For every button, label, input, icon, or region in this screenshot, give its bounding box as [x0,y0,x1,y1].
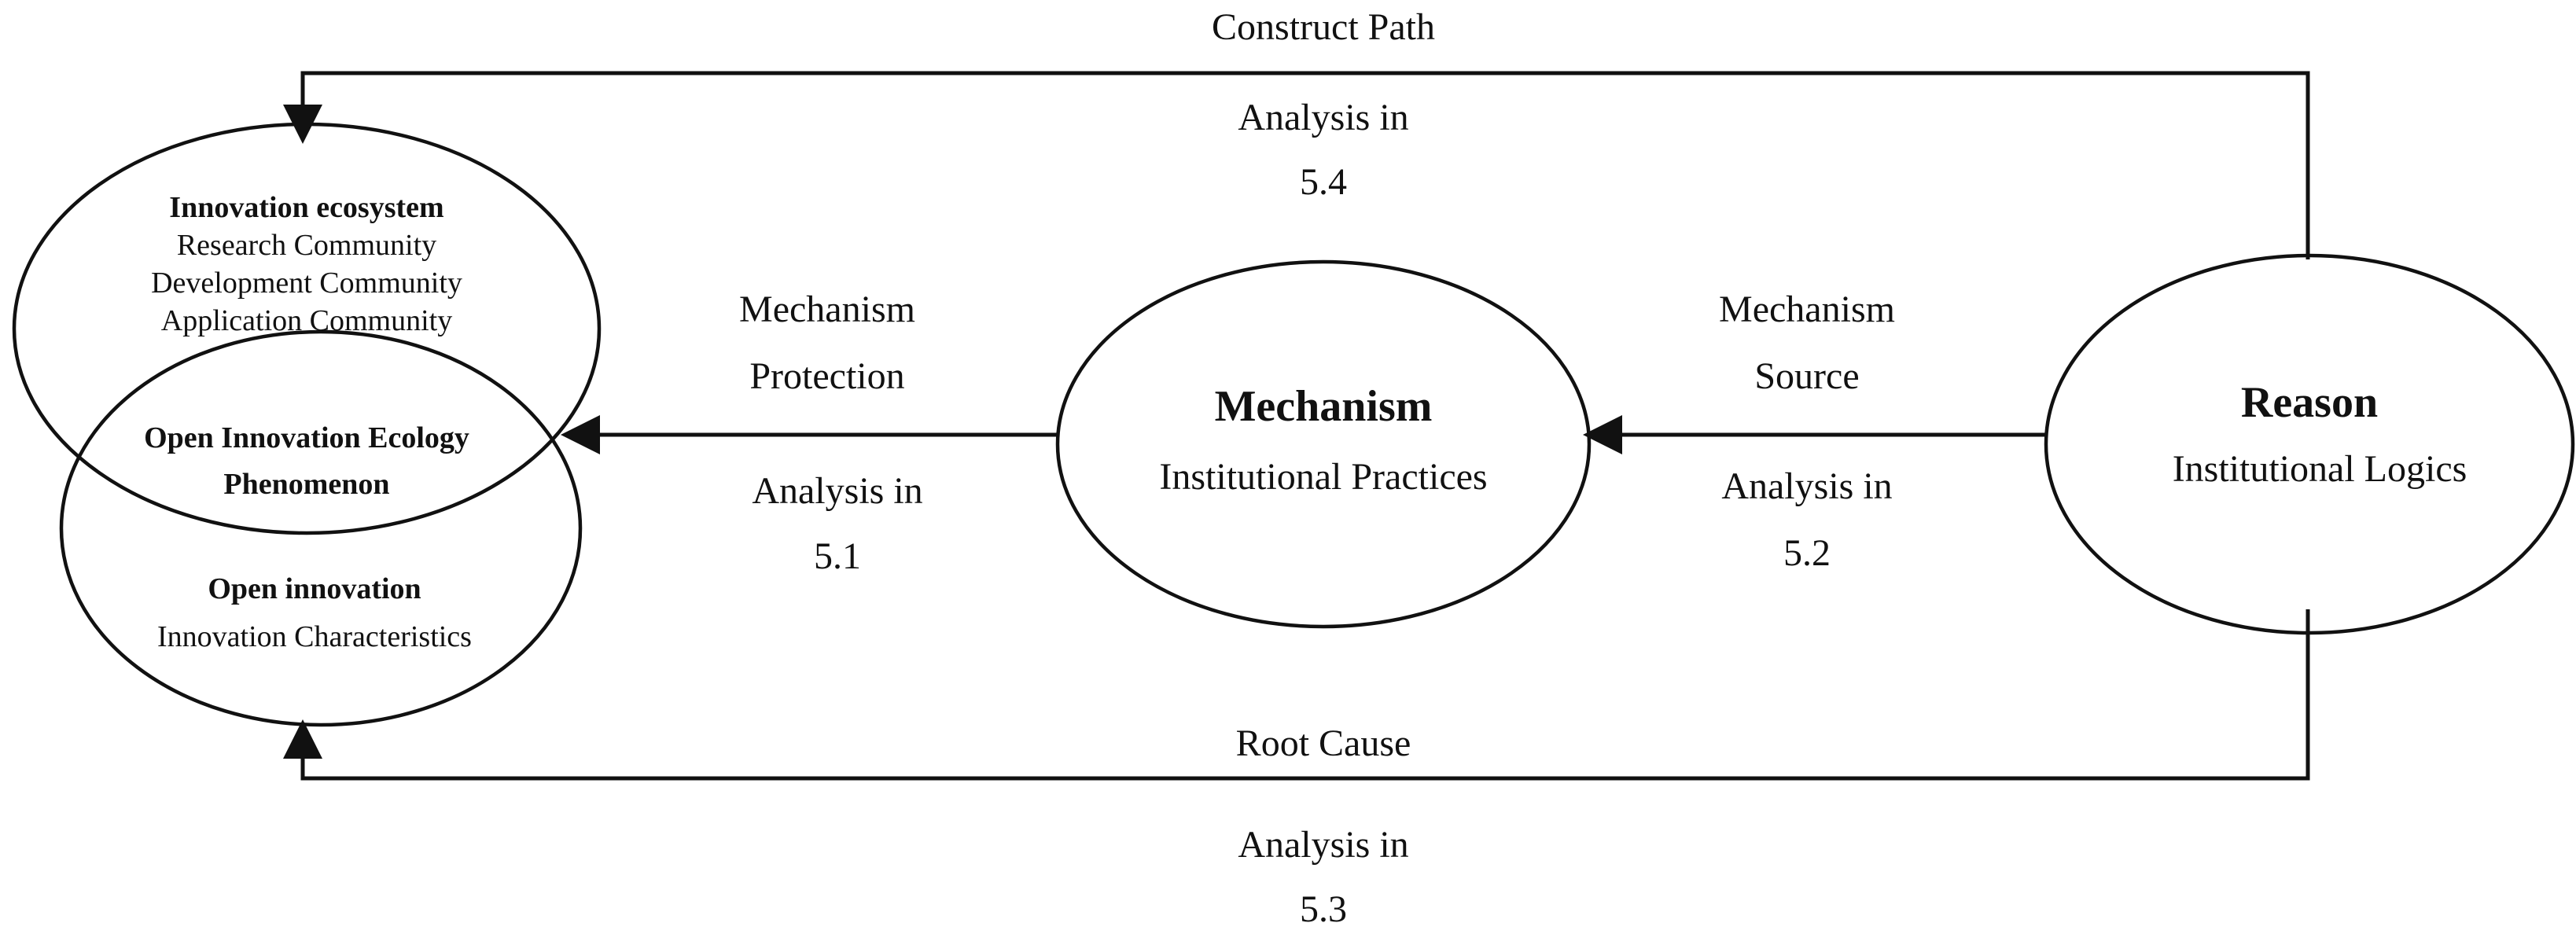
root-cause-section: 5.3 [1300,888,1347,930]
construct-path-label: Construct Path [1212,6,1435,48]
mechanism-protection-section: 5.1 [814,535,861,577]
root-cause-label: Root Cause [1236,723,1411,764]
open-innovation-subtitle: Innovation Characteristics [157,620,472,653]
construct-path-analysis: Analysis in [1238,97,1408,138]
ecosystem-line-research: Research Community [177,229,436,262]
mechanism-subtitle: Institutional Practices [1159,456,1487,498]
root-cause-analysis: Analysis in [1238,824,1408,866]
construct-path-arrow [283,71,2310,259]
innovation-ecosystem-title: Innovation ecosystem [169,191,443,224]
ecosystem-line-application: Application Community [161,304,452,337]
reason-subtitle: Institutional Logics [2173,448,2467,490]
ecosystem-line-development: Development Community [151,267,462,300]
mechanism-protection-label-1: Mechanism [739,289,915,330]
open-innovation-title: Open innovation [208,572,421,605]
mechanism-source-analysis: Analysis in [1721,465,1892,507]
mechanism-protection-analysis: Analysis in [752,470,922,512]
construct-path-section: 5.4 [1300,161,1347,203]
mechanism-ellipse [1055,259,1592,629]
mechanism-source-section: 5.2 [1783,532,1831,574]
phenomenon-line-2: Phenomenon [223,468,389,501]
mechanism-source-label-2: Source [1754,355,1859,397]
phenomenon-line-1: Open Innovation Ecology [144,421,469,454]
reason-title: Reason [2241,378,2378,427]
mechanism-source-label-1: Mechanism [1719,289,1895,330]
root-cause-arrow [283,609,2310,781]
open-innovation-ellipse [59,329,583,727]
reason-ellipse [2044,253,2575,635]
mechanism-protection-label-2: Protection [749,355,904,397]
mechanism-title: Mechanism [1215,382,1433,431]
